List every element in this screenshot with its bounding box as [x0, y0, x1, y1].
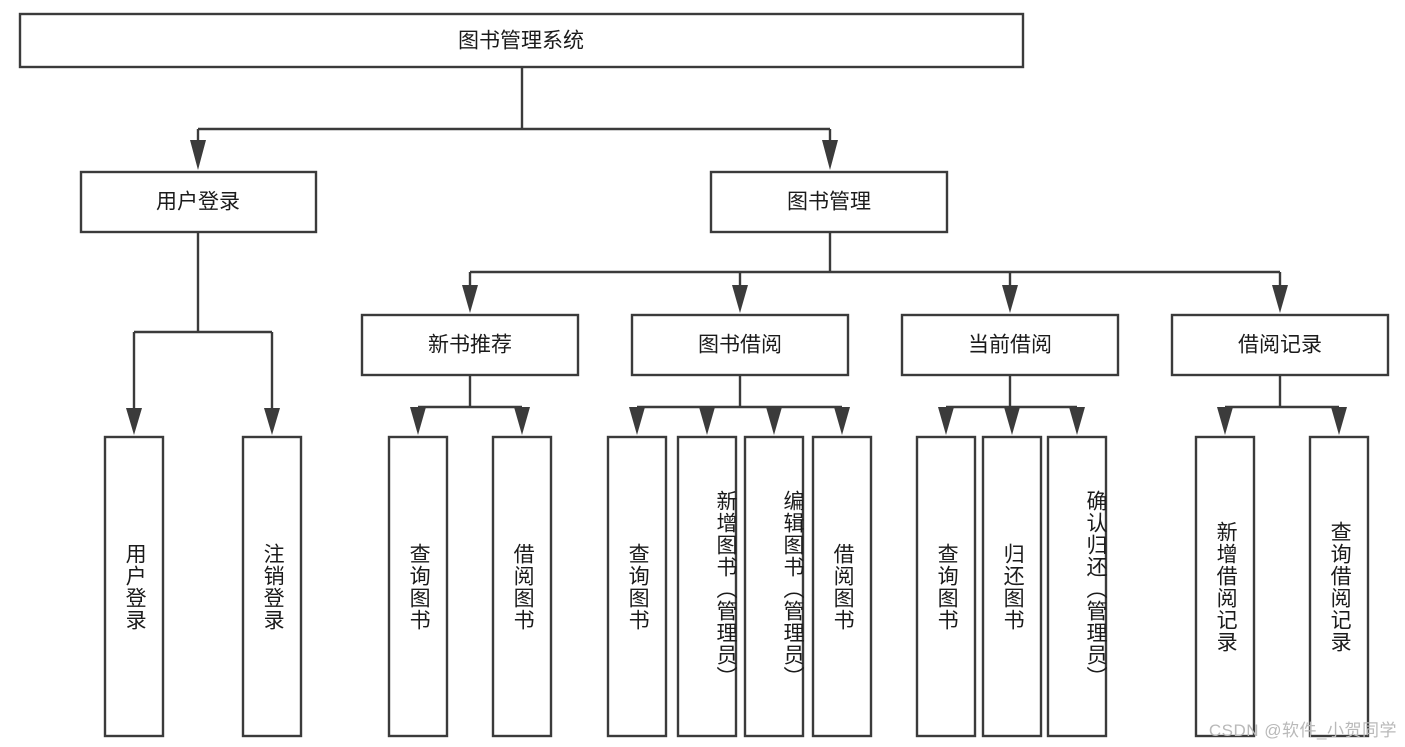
arrow-head-currentborrow-leaf-1 — [938, 407, 954, 435]
leaf-current-borrow-3-rect[interactable] — [1046, 435, 1108, 738]
node-root-label: 图书管理系统 — [458, 30, 584, 53]
arrow-head-to-borrow-record — [1272, 285, 1288, 313]
node-current-borrow-label: 当前借阅 — [968, 334, 1052, 357]
arrow-head-newbook-leaf-2 — [514, 407, 530, 435]
arrow-head-bookborrow-leaf-4 — [834, 407, 850, 435]
arrow-head-bookborrow-leaf-2 — [699, 407, 715, 435]
node-new-book-recommend-rect[interactable] — [360, 313, 580, 377]
leaf-user-login-2-rect[interactable] — [241, 435, 303, 738]
arrow-head-currentborrow-leaf-2 — [1004, 407, 1020, 435]
node-borrow-record[interactable]: 借阅记录 — [1170, 313, 1390, 377]
node-borrow-record-label: 借阅记录 — [1238, 334, 1322, 357]
leaf-current-borrow-2-rect[interactable] — [981, 435, 1043, 738]
arrow-head-to-user-login — [190, 140, 206, 170]
leaf-new-book-1-rect[interactable] — [387, 435, 449, 738]
node-book-borrow-label: 图书借阅 — [698, 334, 782, 357]
leaf-boxes-book-borrow — [606, 435, 873, 738]
arrow-head-bookborrow-leaf-3 — [766, 407, 782, 435]
node-book-manage-label: 图书管理 — [787, 191, 871, 214]
node-user-login-label: 用户登录 — [156, 191, 240, 214]
connector-group-borrowrecord-to-leaves — [1217, 375, 1347, 435]
node-book-borrow-rect[interactable] — [630, 313, 850, 377]
arrow-head-to-current-borrow — [1002, 285, 1018, 313]
leaf-user-login-1-rect[interactable] — [103, 435, 165, 738]
arrow-head-to-book-borrow — [732, 285, 748, 313]
connector-group-bookmanage-to-level3 — [462, 232, 1288, 313]
node-book-borrow[interactable]: 图书借阅 — [630, 313, 850, 377]
leaf-boxes-borrow-record — [1194, 435, 1370, 738]
leaf-borrow-record-2-rect[interactable] — [1308, 435, 1370, 738]
arrow-head-to-new-book — [462, 285, 478, 313]
arrow-head-bookborrow-leaf-1 — [629, 407, 645, 435]
leaf-book-borrow-1-rect[interactable] — [606, 435, 668, 738]
node-current-borrow-rect[interactable] — [900, 313, 1120, 377]
arrow-head-borrowrecord-leaf-2 — [1331, 407, 1347, 435]
leaf-book-borrow-4-rect[interactable] — [811, 435, 873, 738]
leaf-boxes-current-borrow — [915, 435, 1108, 738]
leaf-boxes-new-book-recommend — [387, 435, 553, 738]
connector-group-root-to-level2 — [190, 67, 838, 170]
node-user-login-rect[interactable] — [79, 170, 318, 234]
leaf-new-book-2-rect[interactable] — [491, 435, 553, 738]
arrow-head-borrowrecord-leaf-1 — [1217, 407, 1233, 435]
csdn-watermark: CSDN @软件_小贺同学 — [1208, 721, 1397, 740]
node-current-borrow[interactable]: 当前借阅 — [900, 313, 1120, 377]
arrow-head-currentborrow-leaf-3 — [1069, 407, 1085, 435]
leaf-book-borrow-3-rect[interactable] — [743, 435, 805, 738]
arrow-head-to-book-manage — [822, 140, 838, 170]
node-root-rect[interactable] — [18, 12, 1025, 69]
connector-group-newbook-to-leaves — [410, 375, 530, 435]
node-book-manage-rect[interactable] — [709, 170, 949, 234]
connector-group-userlogin-to-leaves — [126, 232, 280, 435]
connector-group-currentborrow-to-leaves — [938, 375, 1085, 435]
leaf-boxes-user-login — [103, 435, 303, 738]
connector-group-bookborrow-to-leaves — [629, 375, 850, 435]
node-user-login[interactable]: 用户登录 — [79, 170, 318, 234]
node-book-manage[interactable]: 图书管理 — [709, 170, 949, 234]
arrow-head-user-leaf-2 — [264, 408, 280, 435]
leaf-book-borrow-2-rect[interactable] — [676, 435, 738, 738]
node-borrow-record-rect[interactable] — [1170, 313, 1390, 377]
node-root[interactable]: 图书管理系统 — [18, 12, 1025, 69]
node-new-book-recommend-label: 新书推荐 — [428, 334, 512, 357]
leaf-borrow-record-1-rect[interactable] — [1194, 435, 1256, 738]
leaf-current-borrow-1-rect[interactable] — [915, 435, 977, 738]
node-new-book-recommend[interactable]: 新书推荐 — [360, 313, 580, 377]
arrow-head-user-leaf-1 — [126, 408, 142, 435]
arrow-head-newbook-leaf-1 — [410, 407, 426, 435]
